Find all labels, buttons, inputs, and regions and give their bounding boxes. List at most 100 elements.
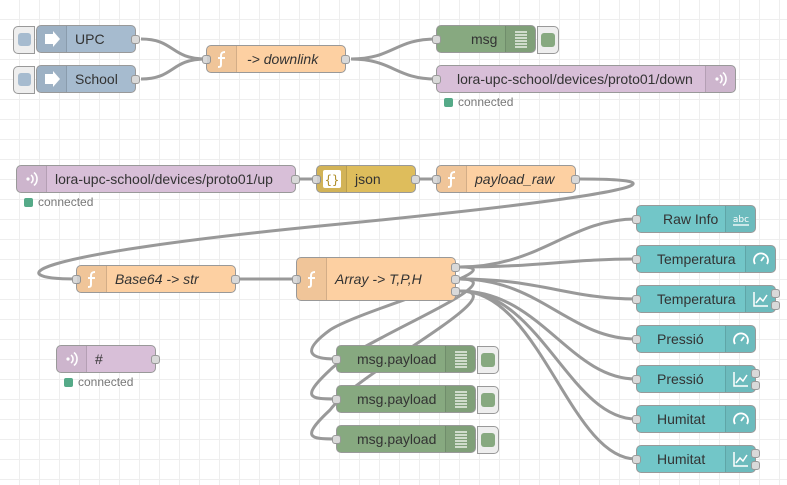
json-node[interactable]: {} json [312,165,420,193]
inject-node-upc[interactable]: UPC [13,25,140,54]
ui-chart-node-humitat[interactable]: Humitat [632,445,760,473]
input-port[interactable] [432,175,441,184]
function-node-payload-raw[interactable]: payload_raw [432,165,580,193]
ui-chart-node-pressio[interactable]: Pressió [632,365,760,393]
output-port[interactable] [571,175,580,184]
debug-node-payload-2[interactable]: msg.payload [332,385,499,414]
input-port[interactable] [292,275,301,284]
list-icon [505,26,535,52]
function-node-downlink[interactable]: -> downlink [202,45,350,73]
input-port[interactable] [332,395,341,404]
node-label: # [95,351,103,367]
node-label: Pressió [657,371,704,387]
debug-toggle-button[interactable] [477,386,499,414]
input-port[interactable] [202,55,211,64]
svg-text:{}: {} [325,173,339,187]
wire[interactable] [459,217,637,269]
output-port-1[interactable] [751,449,760,458]
output-port-2[interactable] [451,275,460,284]
wire[interactable] [459,289,637,461]
input-port[interactable] [632,255,641,264]
node-label: Temperatura [657,251,736,267]
input-port[interactable] [632,375,641,384]
output-port-2[interactable] [751,461,760,470]
output-port[interactable] [151,355,160,364]
input-port[interactable] [632,415,641,424]
wire[interactable] [140,57,207,81]
wire[interactable] [140,37,207,61]
input-port[interactable] [72,275,81,284]
wire[interactable] [459,289,637,381]
debug-node-msg[interactable]: msg [432,25,559,54]
wire[interactable] [37,177,635,281]
wire[interactable] [459,277,637,301]
function-icon [297,258,327,300]
mqtt-out-node-down[interactable]: lora-upc-school/devices/proto01/down [432,65,736,93]
debug-toggle-button[interactable] [477,346,499,374]
radio-icon [57,346,87,372]
node-label: msg [471,31,498,47]
debug-toggle-button[interactable] [537,26,559,54]
input-port[interactable] [432,35,441,44]
ui-gauge-node-pressio[interactable]: Pressió [632,325,756,353]
debug-toggle-button[interactable] [477,426,499,454]
output-port-1[interactable] [451,263,460,272]
output-port-1[interactable] [771,289,780,298]
output-port[interactable] [341,55,350,64]
status-indicator: connected [64,375,133,389]
ui-gauge-node-temperatura[interactable]: Temperatura [632,245,776,273]
output-port[interactable] [131,75,140,84]
status-text: connected [78,375,134,389]
input-port[interactable] [632,455,641,464]
gauge-icon [725,406,755,432]
gauge-icon [725,326,755,352]
output-port[interactable] [231,275,240,284]
function-node-base64[interactable]: Base64 -> str [72,265,240,293]
status-indicator: connected [24,195,93,209]
input-port[interactable] [332,435,341,444]
input-port[interactable] [632,335,641,344]
node-label: School [75,71,118,87]
inject-node-school[interactable]: School [13,65,140,94]
ui-chart-node-temperatura[interactable]: Temperatura [632,285,780,313]
inject-trigger-button[interactable] [13,66,35,94]
wire[interactable] [350,37,437,61]
input-port[interactable] [332,355,341,364]
output-port-1[interactable] [751,369,760,378]
ui-gauge-node-humitat[interactable]: Humitat [632,405,756,433]
list-icon [445,386,475,412]
ui-text-node-raw-info[interactable]: Raw Info abc [632,205,756,233]
output-port[interactable] [131,35,140,44]
node-label: Humitat [657,411,706,427]
mqtt-in-node-up[interactable]: lora-upc-school/devices/proto01/up [16,165,300,193]
output-port-2[interactable] [751,381,760,390]
output-port-3[interactable] [451,287,460,296]
wire[interactable] [459,289,637,421]
input-port[interactable] [432,75,441,84]
svg-text:abc: abc [733,215,749,225]
input-port[interactable] [312,175,321,184]
wire[interactable] [459,257,637,269]
output-port[interactable] [411,175,420,184]
node-label: payload_raw [475,171,555,187]
inject-trigger-button[interactable] [13,26,35,54]
text-abc-icon: abc [725,206,755,232]
output-port[interactable] [291,175,300,184]
wire[interactable] [459,277,637,341]
node-label: Array -> T,P,H [335,271,422,287]
node-label: msg.payload [357,431,437,447]
node-label: msg.payload [357,351,437,367]
function-node-array[interactable]: Array -> T,P,H [292,257,460,301]
mqtt-in-node-hash[interactable]: # [56,345,160,373]
input-port[interactable] [632,295,641,304]
status-dot [64,378,73,387]
arrow-in-icon [37,66,67,92]
wire[interactable] [350,57,437,81]
output-port-2[interactable] [771,301,780,310]
node-label: Raw Info [663,211,719,227]
debug-node-payload-3[interactable]: msg.payload [332,425,499,454]
status-text: connected [458,95,514,109]
wire[interactable] [310,265,475,361]
debug-node-payload-1[interactable]: msg.payload [332,345,499,374]
input-port[interactable] [632,215,641,224]
